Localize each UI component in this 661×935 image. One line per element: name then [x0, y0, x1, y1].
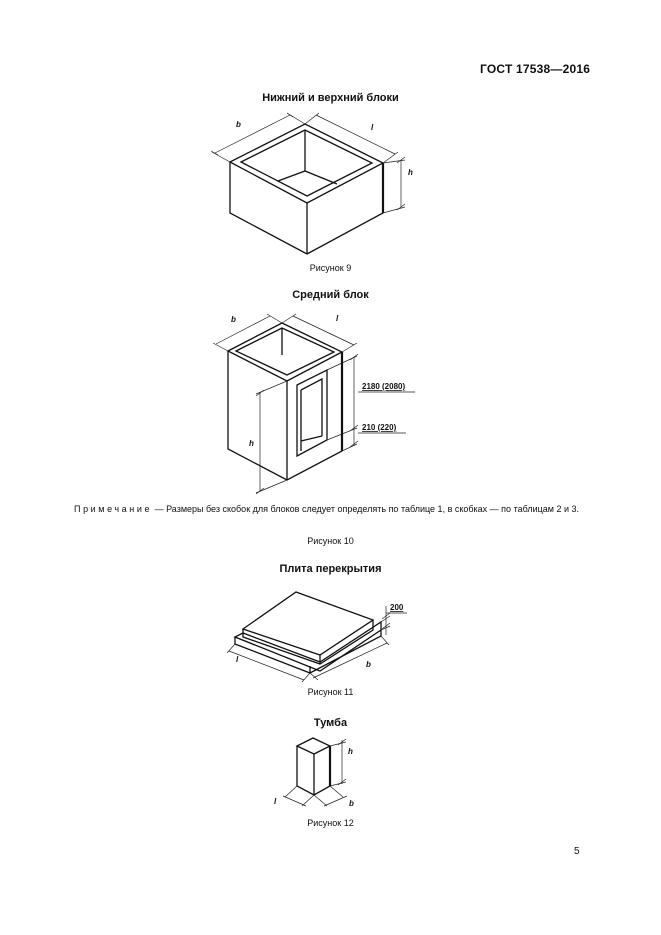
fig11-label-l: l [236, 655, 239, 664]
fig12-label-h: h [348, 747, 353, 756]
figure-12-caption: Рисунок 12 [307, 818, 354, 828]
fig11-label-b: b [366, 660, 371, 669]
fig9-rim-inner [239, 129, 374, 197]
fig10-dim-lower: 210 (220) [362, 423, 397, 432]
note-text: — Размеры без скобок для блоков следует … [152, 504, 580, 514]
fig10-dim-upper: 2180 (2080) [362, 382, 405, 391]
figure-9-title: Нижний и верхний блоки [262, 92, 399, 104]
figure-note: Примечание — Размеры без скобок для блок… [74, 503, 582, 515]
fig12-label-b: b [349, 799, 354, 808]
figure-9-caption: Рисунок 9 [309, 263, 352, 273]
note-label: Примечание [74, 504, 153, 514]
fig10-label-l: l [336, 314, 339, 323]
fig9-label-h: h [408, 168, 413, 177]
figure-12-title: Тумба [313, 717, 348, 729]
fig9-label-b: b [236, 120, 241, 129]
fig9-label-l: l [371, 123, 374, 132]
figure-10-caption: Рисунок 10 [307, 536, 354, 546]
fig10-label-h: h [249, 439, 254, 448]
fig10-label-b: b [231, 315, 236, 324]
fig11-dim-thickness: 200 [390, 603, 404, 612]
standard-header: ГОСТ 17538—2016 [480, 62, 591, 76]
page-number: 5 [574, 846, 580, 857]
figure-11-title: Плита перекрытия [279, 563, 382, 575]
figure-11-caption: Рисунок 11 [307, 687, 354, 697]
fig12-column-top [295, 737, 332, 755]
figure-10-title: Средний блок [292, 289, 369, 301]
fig12-label-l: l [274, 797, 277, 806]
